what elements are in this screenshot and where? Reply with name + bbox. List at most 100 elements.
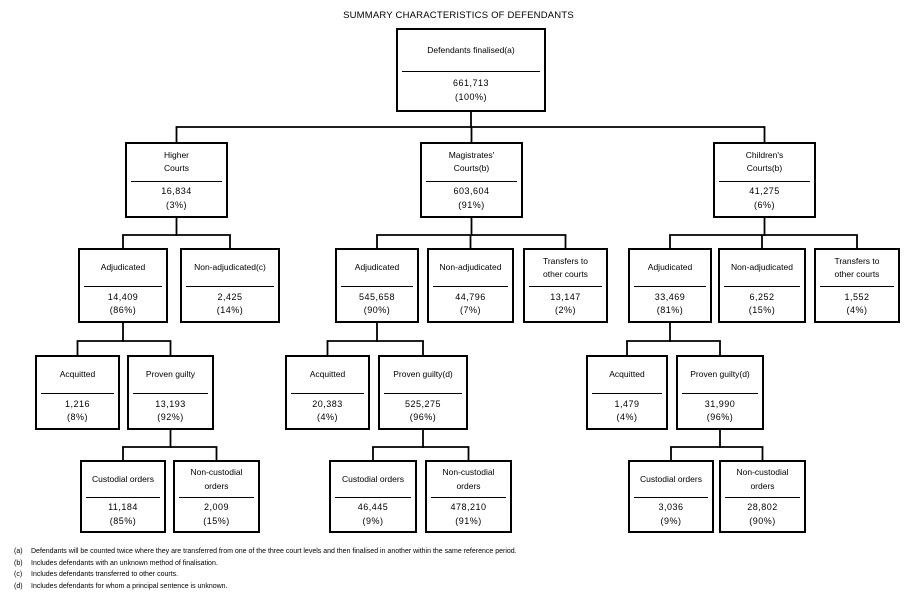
node-value: 14,409 (86%): [80, 287, 166, 321]
node-higher-adjudicated: Adjudicated 14,409 (86%): [78, 248, 168, 323]
footnote-c: (c) Includes defendants transferred to o…: [14, 569, 894, 581]
node-percent: (2%): [554, 305, 576, 315]
node-value: 41,275 (6%): [715, 182, 814, 217]
footnote-a: (a) Defendants will be counted twice whe…: [14, 546, 894, 558]
node-label: Non-adjudicated: [731, 262, 793, 273]
node-chi-adjudicated: Adjudicated 33,469 (81%): [628, 248, 712, 323]
footnote-text: Includes defendants transferred to other…: [31, 571, 179, 579]
node-childrens-courts: Children's Courts(b) 41,275 (6%): [713, 142, 816, 218]
node-label: Custodial orders: [640, 473, 702, 484]
node-chi-non-custodial-orders: Non-custodial orders 28,802 (90%): [719, 460, 806, 533]
node-percent: (91%): [458, 199, 485, 210]
node-count: 41,275: [749, 186, 780, 197]
node-divider: [529, 286, 602, 287]
node-label: Non-adjudicated(c): [194, 262, 266, 273]
node-percent: (100%): [454, 91, 487, 102]
node-divider: [86, 497, 160, 498]
node-chi-non-adjudicated: Non-adjudicated 6,252 (15%): [718, 248, 806, 323]
node-divider: [719, 180, 810, 182]
node-label: Defendants finalised(a): [427, 44, 515, 55]
node-count: 44,796: [455, 291, 486, 302]
node-divider: [634, 497, 708, 498]
node-label: Non-adjudicated: [439, 262, 502, 273]
footnote-text: Includes defendants with an unknown meth…: [31, 559, 218, 567]
node-count: 20,383: [312, 398, 343, 409]
node-divider: [131, 180, 222, 182]
footnote-marker: (c): [14, 571, 23, 579]
node-value: 3,036 (9%): [630, 498, 712, 531]
node-count: 13,147: [550, 291, 581, 302]
node-chi-transfers: Transfers to other courts 1,552 (4%): [814, 248, 900, 323]
node-divider: [433, 286, 508, 287]
node-percent: (8%): [66, 412, 88, 422]
node-divider: [725, 497, 800, 498]
node-count: 11,184: [108, 502, 138, 512]
node-count: 6,252: [749, 291, 775, 302]
node-magistrates-courts: Magistrates' Courts(b) 603,604 (91%): [420, 142, 523, 218]
node-value: 13,147 (2%): [525, 287, 606, 321]
node-higher-acquitted: Acquitted 1,216 (8%): [35, 355, 120, 430]
node-chi-custodial-orders: Custodial orders 3,036 (9%): [628, 460, 714, 533]
node-count: 46,445: [357, 502, 389, 512]
node-divider: [186, 286, 274, 287]
node-percent: (4%): [846, 305, 868, 315]
node-percent: (90%): [363, 305, 391, 315]
node-count: 13,193: [155, 398, 186, 409]
node-higher-non-adjudicated: Non-adjudicated(c) 2,425 (14%): [180, 248, 280, 323]
node-count: 603,604: [453, 186, 490, 197]
diagram-title: SUMMARY CHARACTERISTICS OF DEFENDANTS: [343, 10, 574, 21]
node-divider: [291, 393, 364, 394]
node-count: 661,713: [452, 78, 490, 89]
node-count: 1,479: [614, 398, 640, 409]
node-percent: (4%): [316, 412, 338, 422]
node-value: 44,796 (7%): [429, 287, 512, 321]
footnotes: (a) Defendants will be counted twice whe…: [14, 546, 894, 592]
node-higher-proven-guilty: Proven guilty 13,193 (92%): [127, 355, 214, 430]
node-label: Magistrates' Courts(b): [448, 150, 495, 174]
node-value: 1,552 (4%): [816, 287, 898, 321]
node-count: 14,409: [107, 291, 139, 302]
node-percent: (92%): [157, 412, 184, 422]
node-count: 525,275: [404, 398, 442, 409]
node-label: Non-custodial orders: [190, 467, 243, 491]
node-label: Adjudicated: [354, 262, 400, 273]
footnote-marker: (a): [14, 548, 23, 555]
node-mag-custodial-orders: Custodial orders 46,445 (9%): [329, 460, 417, 533]
node-label: Acquitted: [609, 369, 645, 380]
node-divider: [84, 286, 162, 287]
footnote-marker: (d): [14, 582, 23, 590]
node-divider: [341, 286, 413, 287]
node-percent: (9%): [362, 515, 384, 526]
node-label: Custodial orders: [342, 473, 404, 484]
node-mag-proven-guilty: Proven guilty(d) 525,275 (96%): [378, 355, 468, 430]
node-chi-proven-guilty: Proven guilty(d) 31,990 (96%): [676, 355, 764, 430]
node-count: 1,552: [844, 291, 870, 302]
node-count: 1,216: [64, 398, 91, 409]
node-label: Non-custodial orders: [442, 467, 495, 491]
node-label: Custodial orders: [92, 473, 154, 484]
node-count: 2,425: [217, 291, 243, 302]
node-mag-non-adjudicated: Non-adjudicated 44,796 (7%): [427, 248, 514, 323]
node-count: 16,834: [161, 186, 192, 197]
node-label: Non-custodial orders: [736, 467, 789, 491]
node-percent: (6%): [753, 199, 775, 210]
node-percent: (14%): [216, 305, 244, 315]
node-value: 478,210 (91%): [427, 498, 510, 531]
node-divider: [41, 393, 114, 394]
node-value: 2,425 (14%): [182, 287, 278, 321]
node-value: 11,184 (85%): [82, 498, 164, 531]
node-value: 1,479 (4%): [588, 394, 666, 428]
node-value: 545,658 (90%): [337, 287, 417, 321]
node-divider: [335, 497, 411, 498]
node-percent: (4%): [616, 412, 638, 422]
footnote-text: Defendants will be counted twice where t…: [31, 548, 517, 555]
node-value: 2,009 (15%): [175, 498, 258, 531]
node-percent: (81%): [656, 305, 684, 315]
node-mag-adjudicated: Adjudicated 545,658 (90%): [335, 248, 419, 323]
node-higher-non-custodial-orders: Non-custodial orders 2,009 (15%): [173, 460, 260, 533]
node-percent: (3%): [165, 199, 187, 210]
node-count: 478,210: [450, 502, 487, 512]
footnote-b: (b) Includes defendants with an unknown …: [14, 558, 894, 570]
node-value: 46,445 (9%): [331, 498, 415, 531]
